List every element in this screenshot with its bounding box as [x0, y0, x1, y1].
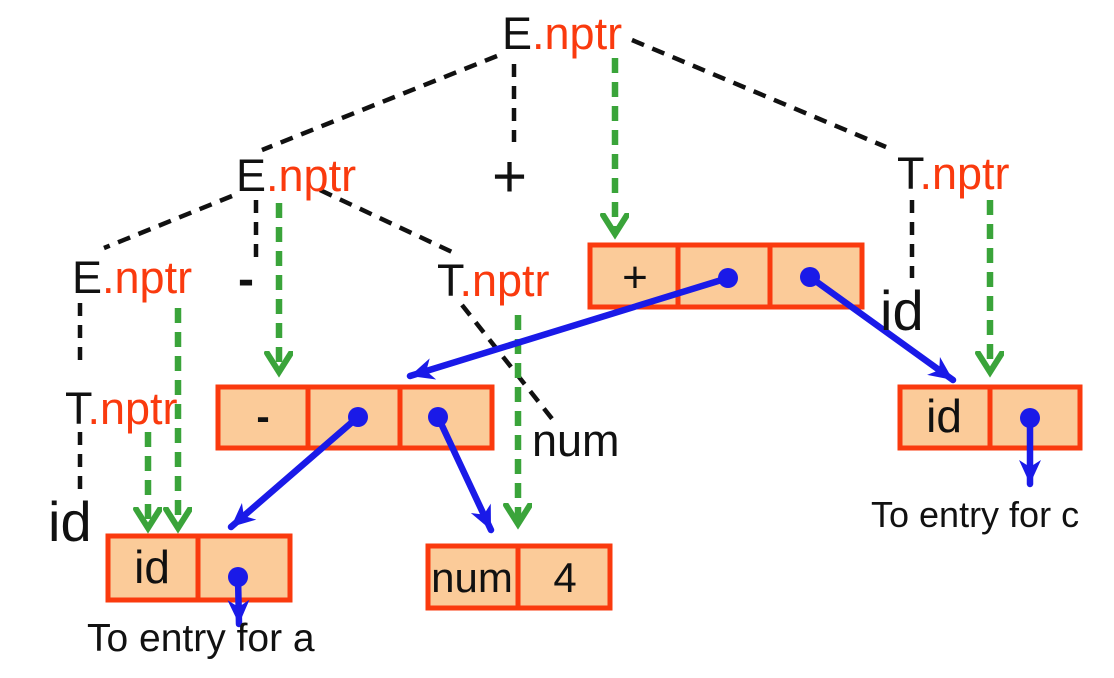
id-a-record: id: [105, 533, 293, 603]
parse-tree-labels: E.nptr E.nptr E.nptr T.nptr T.nptr T.npt…: [65, 8, 1010, 434]
num-record-value: 4: [553, 554, 576, 601]
pointer-origin-dot: [800, 267, 820, 287]
pointer-origin-dot: [228, 567, 248, 587]
edge-tmid-to-num: [460, 303, 555, 422]
terminal-minus: -: [238, 253, 254, 306]
num-record: num 4: [425, 543, 613, 611]
pointer-arrows: [227, 267, 1041, 628]
pointer-origin-dot: [348, 407, 368, 427]
pointer-origin-dot: [718, 268, 738, 288]
edge-root-to-tright: [631, 37, 887, 150]
nptr-attribute-arrows: [148, 58, 990, 528]
num-record-label: num: [431, 554, 513, 601]
edge-e2-to-e3: [103, 193, 233, 251]
terminal-id-right: id: [880, 279, 924, 342]
node-t-left-nptr: T.nptr: [65, 383, 178, 434]
node-root-e-nptr: E.nptr: [502, 8, 622, 59]
node-t-mid-nptr: T.nptr: [437, 255, 550, 306]
edge-e2-to-tmid: [319, 187, 453, 255]
id-c-record: id: [897, 384, 1083, 451]
edge-root-to-e2: [261, 53, 498, 153]
plus-record-op-label: +: [622, 253, 648, 302]
pointer-minus-right-to-num-record: [434, 413, 495, 534]
terminal-plus: +: [492, 143, 527, 210]
parse-tree-edges: [77, 37, 915, 492]
terminal-num: num: [532, 415, 620, 466]
terminal-symbols: + - id num id: [48, 143, 924, 553]
annotation-entry-a: To entry for a: [87, 617, 315, 660]
symbol-table-annotations: To entry for a To entry for c: [87, 494, 1079, 660]
pointer-minus-left-to-id-a-record: [227, 413, 362, 531]
id-c-record-label: id: [926, 390, 962, 442]
terminal-id-left: id: [48, 490, 92, 553]
node-e3-nptr: E.nptr: [72, 252, 192, 303]
id-a-record-label: id: [134, 541, 170, 593]
node-t-right-nptr: T.nptr: [897, 148, 1010, 199]
annotation-entry-c: To entry for c: [871, 494, 1079, 535]
minus-record-op-label: -: [256, 395, 269, 439]
node-e2-nptr: E.nptr: [236, 150, 356, 201]
pointer-origin-dot: [1020, 408, 1040, 428]
pointer-plus-left-to-minus-record: [406, 274, 732, 380]
pointer-plus-right-to-id-c-record: [806, 273, 957, 384]
pointer-origin-dot: [428, 407, 448, 427]
